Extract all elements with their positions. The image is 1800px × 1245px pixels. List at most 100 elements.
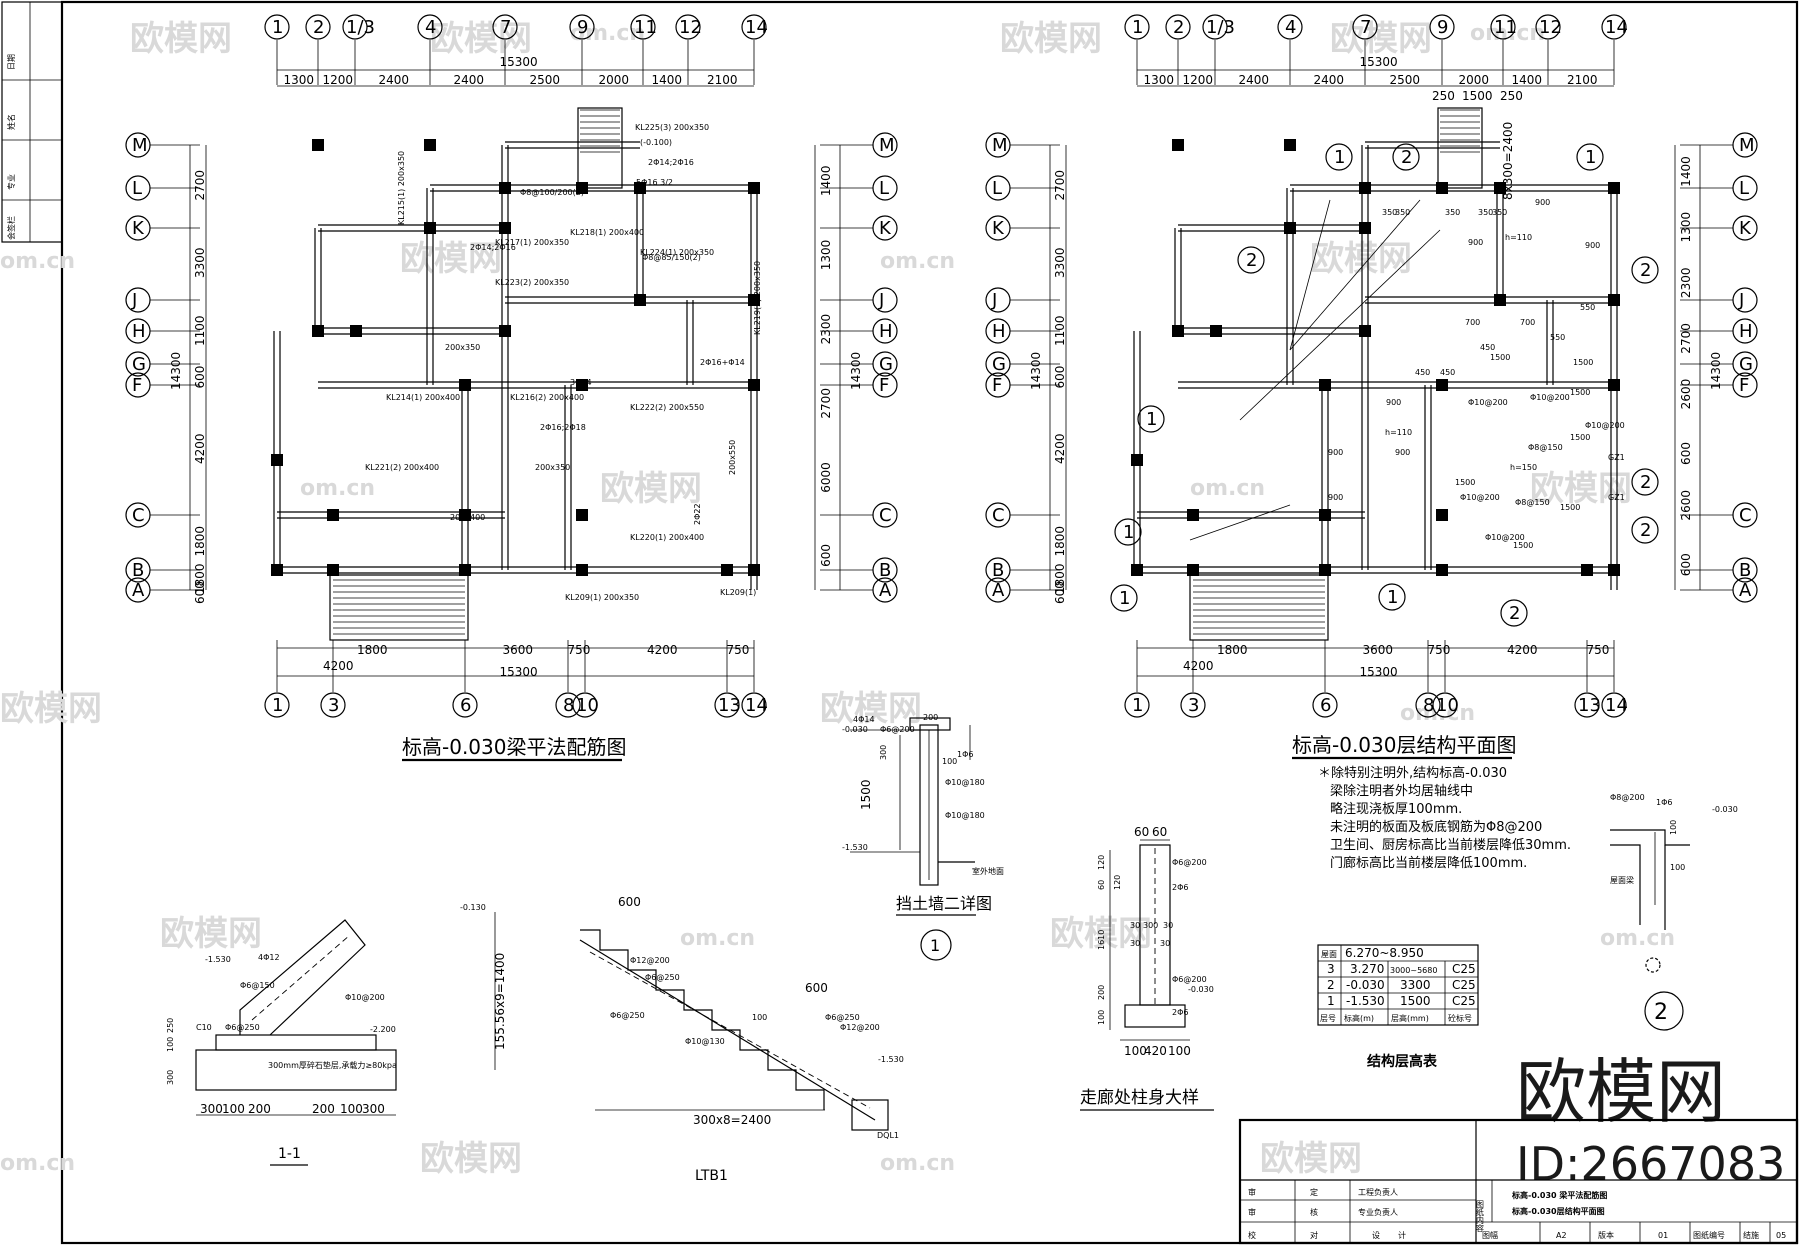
signoff-date: 日期 — [7, 54, 16, 70]
level-grade: C25 — [1452, 962, 1476, 976]
axis-bubble — [320, 692, 346, 718]
axis-label: C — [879, 505, 892, 526]
svg-text:100: 100 — [942, 757, 957, 766]
axis-bubble — [741, 14, 767, 40]
svg-text:1500: 1500 — [859, 779, 873, 810]
column — [576, 564, 588, 576]
axis-bubble — [1535, 14, 1561, 40]
svg-text:Φ6@200: Φ6@200 — [880, 725, 915, 734]
beam-label: KL224(1) 200x350 — [640, 248, 714, 257]
dim-value: 2700 — [819, 388, 833, 419]
beam-label: 200x350 — [535, 463, 570, 472]
axis-label: 12 — [1539, 17, 1562, 38]
column — [1359, 222, 1371, 234]
svg-text:核: 核 — [1310, 1207, 1318, 1217]
watermark-text: 欧模网 — [1050, 914, 1152, 954]
dim-value: 600 — [1053, 366, 1067, 389]
dim-value: 2400 — [379, 73, 410, 87]
axis-label: A — [132, 580, 145, 601]
svg-text:250: 250 — [166, 1018, 175, 1033]
level-table-header: 屋面 — [1321, 950, 1337, 959]
svg-text:100: 100 — [1097, 1010, 1106, 1025]
dim-value: 1800 — [1053, 526, 1067, 557]
axis-label: G — [992, 354, 1006, 375]
svg-text:Φ6@250: Φ6@250 — [610, 1011, 645, 1020]
svg-text:100: 100 — [752, 1013, 767, 1022]
slab-label: Φ8@150 — [1515, 498, 1550, 507]
axis-label: B — [879, 560, 891, 581]
dim-value: 600 — [1679, 553, 1693, 576]
svg-text:120: 120 — [1097, 855, 1106, 870]
section-mark — [1576, 143, 1604, 171]
stair-outline — [1437, 107, 1483, 189]
level-elev: -1.530 — [1346, 994, 1385, 1008]
svg-text:专业负责人: 专业负责人 — [1358, 1207, 1398, 1217]
signoff-name: 姓名 — [6, 114, 16, 130]
dim-value: 1800 — [357, 643, 388, 657]
level-height: 3000~5680 — [1390, 966, 1437, 975]
svg-text:图幅: 图幅 — [1482, 1230, 1498, 1240]
slab-label: h=110 — [1385, 428, 1412, 437]
dim-value: 2300 — [1679, 268, 1693, 299]
column — [1436, 564, 1448, 576]
beam-label: KL221(2) 200x400 — [365, 463, 439, 472]
stair-outline — [577, 107, 623, 189]
svg-text:100: 100 — [1669, 820, 1678, 835]
slab-label: 1500 — [1513, 541, 1533, 550]
axis-bubble — [1429, 14, 1455, 40]
note-line: 梁除注明者外均居轴线中 — [1330, 784, 1473, 799]
level-floor: 1 — [1327, 994, 1335, 1008]
axis-label: J — [131, 290, 137, 311]
note-line: ＊除特别注明外,结构标高-0.030 — [1318, 765, 1507, 781]
left-plan-title: 标高-0.030梁平法配筋图 — [402, 735, 626, 759]
column — [748, 294, 760, 306]
dim-value: 600 — [193, 366, 207, 389]
svg-text:设: 设 — [1372, 1230, 1380, 1240]
column — [350, 325, 362, 337]
svg-text:对: 对 — [1310, 1230, 1318, 1240]
slab-label: 350 — [1492, 208, 1507, 217]
svg-text:-0.030: -0.030 — [1712, 805, 1738, 814]
svg-text:600: 600 — [618, 895, 641, 909]
axis-label: A — [992, 580, 1005, 601]
slab-label: 550 — [1550, 333, 1565, 342]
leader-line — [1289, 199, 1331, 351]
level-col-head: 层高(mm) — [1391, 1013, 1429, 1023]
title-block: 审 定 工程负责人 审 核 专业负责人 校 对 设 计 图纸内容 标高-0.03… — [1238, 1118, 1799, 1245]
column — [1210, 325, 1222, 337]
dim-value: 2000 — [599, 73, 630, 87]
axis-label: K — [992, 218, 1005, 239]
axis-label: 14 — [745, 695, 768, 716]
axis-bubble — [572, 692, 598, 718]
beam-label: KL219(3) 200x350 — [753, 261, 762, 335]
dim-value: 4200 — [1183, 659, 1214, 673]
level-floor: 3 — [1327, 962, 1335, 976]
axis-label: 14 — [1605, 695, 1628, 716]
svg-text:Φ10@180: Φ10@180 — [945, 811, 985, 820]
dim-value: 750 — [727, 643, 750, 657]
watermark-domain: om.cn — [1400, 701, 1475, 726]
dim-value: 750 — [1428, 643, 1451, 657]
dim-value: 1300 — [284, 73, 315, 87]
section-mark — [1631, 256, 1659, 284]
axis-label: L — [879, 178, 889, 199]
general-notes: ＊除特别注明外,结构标高-0.030 梁除注明者外均居轴线中 略注现浇板厚100… — [1318, 765, 1571, 871]
section-mark — [1392, 143, 1420, 171]
slab-label: 900 — [1328, 493, 1343, 502]
column — [499, 222, 511, 234]
svg-text:600: 600 — [805, 981, 828, 995]
axis-bubble — [741, 692, 767, 718]
slab-label: 700 — [1465, 318, 1480, 327]
axis-label: 1/3 — [346, 17, 375, 38]
slab-label: GZ1 — [1608, 493, 1625, 502]
leader-line — [1289, 199, 1421, 351]
axis-label: 9 — [577, 17, 588, 38]
axis-label: H — [1739, 321, 1753, 342]
svg-text:-1.530: -1.530 — [878, 1055, 904, 1064]
column — [1494, 294, 1506, 306]
column — [499, 325, 511, 337]
column — [271, 564, 283, 576]
detail-title: 1-1 — [278, 1146, 301, 1162]
svg-text:Φ8@200: Φ8@200 — [1610, 793, 1645, 802]
